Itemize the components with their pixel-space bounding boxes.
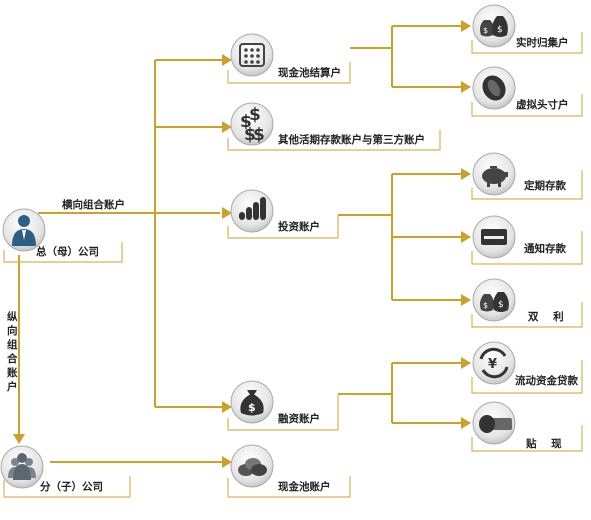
node-label: 流动资金贷款 [515, 374, 578, 387]
node-label: 融资账户 [278, 412, 320, 425]
arrow-head [222, 456, 232, 468]
piggy-bank-icon [482, 166, 508, 187]
arrow-head [461, 168, 471, 180]
node-parent[interactable]: 总（母）公司 [2, 208, 123, 263]
node-label: 现金池账户 [278, 480, 331, 493]
node-other-demand[interactable]: $ $ $ $ 其他活期存款账户与第三方账户 [227, 102, 441, 151]
coin-stack-icon [238, 458, 267, 476]
abacus-icon [239, 43, 265, 67]
node-label: 通知存款 [524, 242, 566, 255]
node-fixed-deposit[interactable]: 定期存款 [471, 152, 583, 200]
svg-text:$: $ [240, 112, 252, 132]
arrow-head [222, 121, 232, 133]
svg-text:$: $ [248, 401, 256, 414]
card-icon [481, 229, 507, 245]
node-label: 定期存款 [523, 179, 566, 192]
money-bag-icon: $ [240, 390, 264, 416]
arrow-head [13, 434, 25, 444]
arrow-head [461, 294, 471, 306]
node-label: 总（母）公司 [36, 245, 99, 258]
node-notice-deposit[interactable]: 通知存款 [471, 215, 583, 265]
node-realtime-collect[interactable]: $ $ 实时归集户 [471, 4, 583, 54]
coin-icon [482, 75, 506, 101]
rising-coins-icon [239, 197, 266, 220]
node-label: 现金池结算户 [278, 66, 341, 79]
arrow-head [222, 401, 232, 413]
arrow-head [222, 207, 232, 219]
money-bags-icon: $ $ [480, 16, 508, 37]
node-label: 其他活期存款账户与第三方账户 [278, 133, 425, 146]
coin-card-icon [479, 415, 512, 433]
svg-text:$: $ [483, 301, 488, 310]
horizontal-combo-label: 横向组合账户 [62, 198, 125, 211]
node-virtual-sub[interactable]: 虚拟头寸户 [471, 66, 583, 117]
svg-text:$: $ [249, 105, 261, 125]
node-cash-pool-settle[interactable]: 现金池结算户 [227, 33, 351, 84]
arrow-head [222, 54, 232, 66]
arrow-head [461, 417, 471, 429]
node-working-capital[interactable]: ¥ 流动资金贷款 [471, 341, 583, 394]
node-discount[interactable]: 贴 现 [471, 401, 583, 452]
node-child[interactable]: 分（子）公司 [0, 445, 131, 498]
arrow-head [461, 20, 471, 32]
node-label: 贴 现 [525, 437, 562, 450]
node-cash-pool[interactable]: 现金池账户 [227, 444, 351, 498]
node-investment[interactable]: 投资账户 [227, 189, 339, 239]
node-label: 双 利 [527, 310, 564, 323]
person-icon [12, 215, 36, 246]
arrow-head [461, 357, 471, 369]
connectors [13, 20, 471, 468]
svg-text:$: $ [497, 25, 503, 35]
svg-text:$: $ [244, 125, 256, 145]
node-label: 投资账户 [278, 220, 320, 233]
node-dual-interest[interactable]: $ $ 双 利 [471, 278, 583, 328]
node-label: 实时归集户 [516, 36, 569, 49]
yen-cycle-icon: ¥ [479, 347, 509, 379]
node-financing[interactable]: $ 融资账户 [227, 380, 339, 431]
svg-text:¥: ¥ [488, 357, 497, 372]
vertical-combo-label: 纵向组合账户 [6, 310, 18, 393]
svg-text:$: $ [498, 300, 504, 310]
node-label: 分（子）公司 [40, 480, 103, 493]
svg-text:$: $ [483, 26, 488, 35]
arrow-head [461, 231, 471, 243]
group-icon [8, 453, 36, 480]
arrow-head [461, 81, 471, 93]
svg-text:$: $ [253, 125, 265, 145]
dollar-signs-icon: $ $ $ $ [240, 105, 265, 145]
money-bags-icon: $ $ [480, 292, 509, 312]
node-label: 虚拟头寸户 [516, 98, 569, 111]
